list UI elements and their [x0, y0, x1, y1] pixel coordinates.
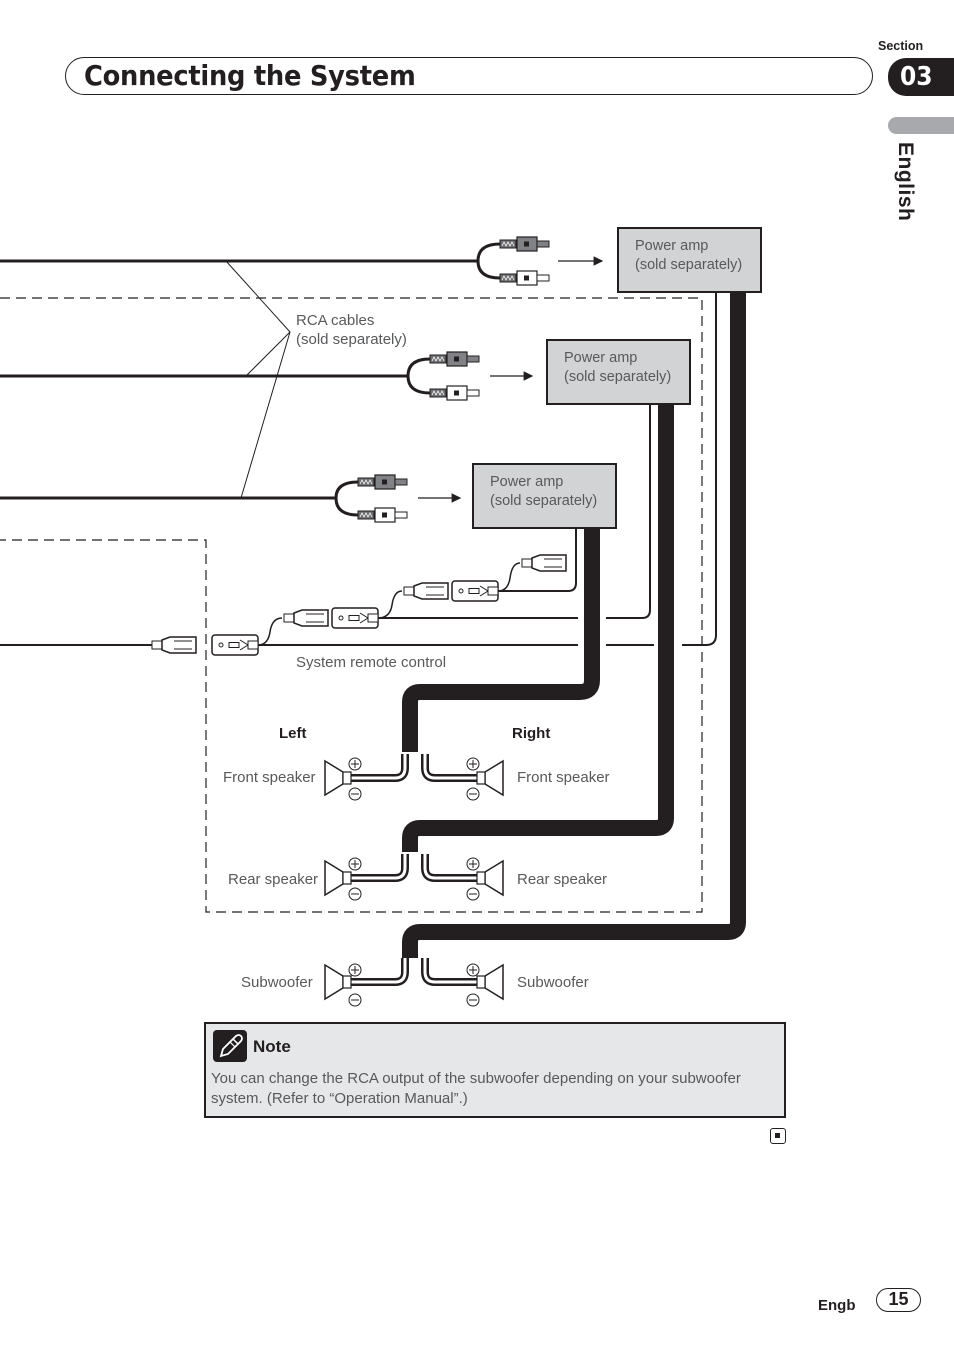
minus-icon [466, 887, 480, 901]
rear-left-label: Rear speaker [228, 871, 319, 888]
remote-connector-icon [211, 634, 259, 656]
note-box [204, 1022, 786, 1118]
subwoofer-left-label: Subwoofer [241, 974, 313, 991]
front-left-label: Front speaker [223, 769, 316, 786]
power-amp-box-2: Power amp (sold separately) [546, 339, 691, 405]
minus-icon [348, 993, 362, 1007]
remote-connector-icon [521, 554, 567, 572]
power-amp-label: Power amp [564, 350, 638, 366]
remote-connector-icon [331, 607, 379, 629]
page-number: 15 [876, 1288, 921, 1312]
pencil-icon [213, 1030, 247, 1062]
header-frame [65, 57, 873, 95]
note-text: You can change the RCA output of the sub… [211, 1070, 741, 1107]
plus-icon [348, 963, 362, 977]
front-right-label: Front speaker [517, 769, 610, 786]
left-heading: Left [279, 725, 307, 742]
rca-plug-icon [357, 507, 408, 523]
minus-icon [348, 787, 362, 801]
power-amp-box-3: Power amp (sold separately) [472, 463, 617, 529]
language-label: English [894, 142, 917, 222]
power-amp-note: (sold separately) [635, 257, 743, 273]
rca-plug-icon [357, 474, 408, 490]
remote-connector-icon [451, 580, 499, 602]
remote-connector-icon [283, 609, 329, 627]
power-amp-box-1: Power amp (sold separately) [617, 227, 762, 293]
system-remote-label: System remote control [296, 654, 447, 671]
page-title: Connecting the System [84, 59, 416, 92]
dashed-region-outline [0, 297, 703, 913]
minus-icon [466, 993, 480, 1007]
language-tab-marker [888, 117, 954, 134]
section-label: Section [878, 39, 924, 53]
subwoofer-left-icon [324, 964, 352, 1000]
rca-plug-icon [499, 236, 550, 252]
plus-icon [348, 757, 362, 771]
power-amp-note: (sold separately) [490, 493, 598, 509]
rca-cables-label: RCA cables [296, 312, 375, 329]
end-of-section-icon [770, 1128, 786, 1144]
rca-cables-note: (sold separately) [296, 331, 407, 348]
rear-left-speaker-icon [324, 860, 352, 896]
rca-plug-icon [429, 351, 480, 367]
plus-icon [466, 757, 480, 771]
rear-right-label: Rear speaker [517, 871, 608, 888]
front-left-speaker-icon [324, 760, 352, 796]
subwoofer-right-label: Subwoofer [517, 974, 589, 991]
plus-icon [348, 857, 362, 871]
plus-icon [466, 963, 480, 977]
minus-icon [466, 787, 480, 801]
subwoofer-right-icon [476, 964, 504, 1000]
remote-connector-icon [403, 582, 449, 600]
note-title: Note [253, 1037, 291, 1056]
rear-right-speaker-icon [476, 860, 504, 896]
power-amp-label: Power amp [635, 238, 709, 254]
section-number-tab: 03 [888, 58, 954, 96]
right-heading: Right [512, 725, 551, 742]
rca-leader-lines [225, 260, 291, 499]
minus-icon [348, 887, 362, 901]
plus-icon [466, 857, 480, 871]
power-amp-note: (sold separately) [564, 369, 672, 385]
power-amp-label: Power amp [490, 474, 564, 490]
footer-language-code: Engb [818, 1297, 856, 1314]
front-right-speaker-icon [476, 760, 504, 796]
remote-connector-icon [151, 636, 197, 654]
rca-plug-icon [499, 270, 550, 286]
rca-plug-icon [429, 385, 480, 401]
